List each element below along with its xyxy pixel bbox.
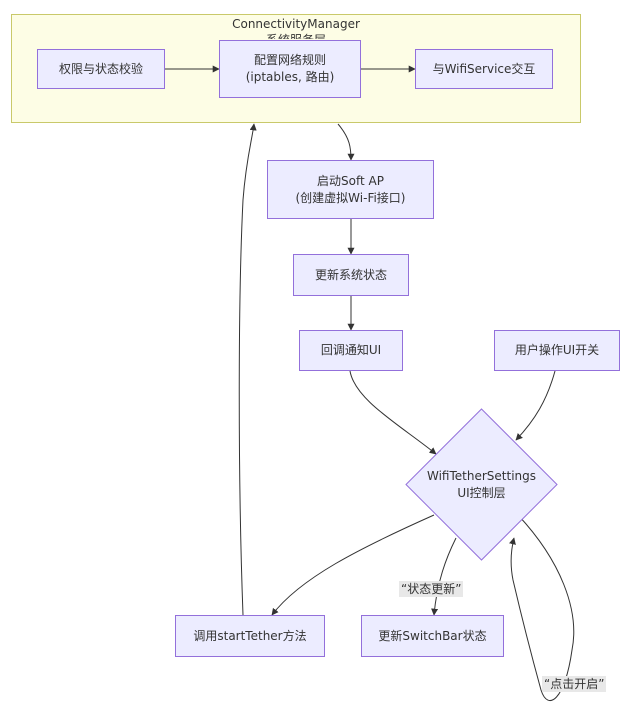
permission-check-node: 权限与状态校验 xyxy=(37,49,165,89)
edge-label-state-update: “状态更新” xyxy=(399,581,464,597)
wifi-service-label: 与WifiService交互 xyxy=(432,61,536,76)
subgraph-subtitle: 系统服务层 xyxy=(12,32,580,39)
user-toggle-label: 用户操作UI开关 xyxy=(514,343,600,357)
subgraph-title: ConnectivityManager xyxy=(232,17,360,31)
wifi-tether-settings-node: WifiTetherSettings UI控制层 xyxy=(405,408,558,561)
edge-config-to-softap xyxy=(337,123,355,161)
edge-settings-self-loop xyxy=(509,514,575,702)
callback-ui-node: 回调通知UI xyxy=(299,330,403,371)
call-start-tether-node: 调用startTether方法 xyxy=(175,615,325,657)
update-switchbar-label: 更新SwitchBar状态 xyxy=(378,628,487,643)
wifi-tether-settings-shape xyxy=(405,408,558,561)
edge-label-click-enable: “点击开启” xyxy=(542,676,607,692)
config-network-node: 配置网络规则 (iptables, 路由) xyxy=(219,40,361,98)
wifi-tether-settings-text: WifiTetherSettings UI控制层 xyxy=(405,408,558,561)
start-softap-label-line2: (创建虚拟Wi-Fi接口) xyxy=(295,190,406,205)
wifi-tether-settings-label-line2: UI控制层 xyxy=(457,485,506,500)
update-switchbar-node: 更新SwitchBar状态 xyxy=(361,615,504,657)
edge-starttether-to-subgraph xyxy=(238,123,257,616)
user-toggle-node: 用户操作UI开关 xyxy=(494,330,620,371)
edge-settings-to-starttether xyxy=(271,514,435,616)
edge-settings-to-switchbar xyxy=(431,537,457,616)
config-network-label-line1: 配置网络规则 xyxy=(253,53,326,67)
wifi-tether-settings-label-line1: WifiTetherSettings xyxy=(426,468,536,483)
edge-user-to-settings xyxy=(515,370,556,441)
config-network-label-line2: (iptables, 路由) xyxy=(245,70,335,84)
permission-check-label: 权限与状态校验 xyxy=(58,61,143,76)
callback-ui-label: 回调通知UI xyxy=(320,343,382,357)
update-system-state-node: 更新系统状态 xyxy=(293,254,409,296)
call-start-tether-label: 调用startTether方法 xyxy=(193,628,307,643)
wifi-service-node: 与WifiService交互 xyxy=(415,49,553,89)
start-softap-node: 启动Soft AP (创建虚拟Wi-Fi接口) xyxy=(267,160,434,219)
start-softap-label-line1: 启动Soft AP xyxy=(317,173,384,188)
edge-callback-to-settings xyxy=(349,370,437,455)
update-system-state-label: 更新系统状态 xyxy=(314,267,387,282)
